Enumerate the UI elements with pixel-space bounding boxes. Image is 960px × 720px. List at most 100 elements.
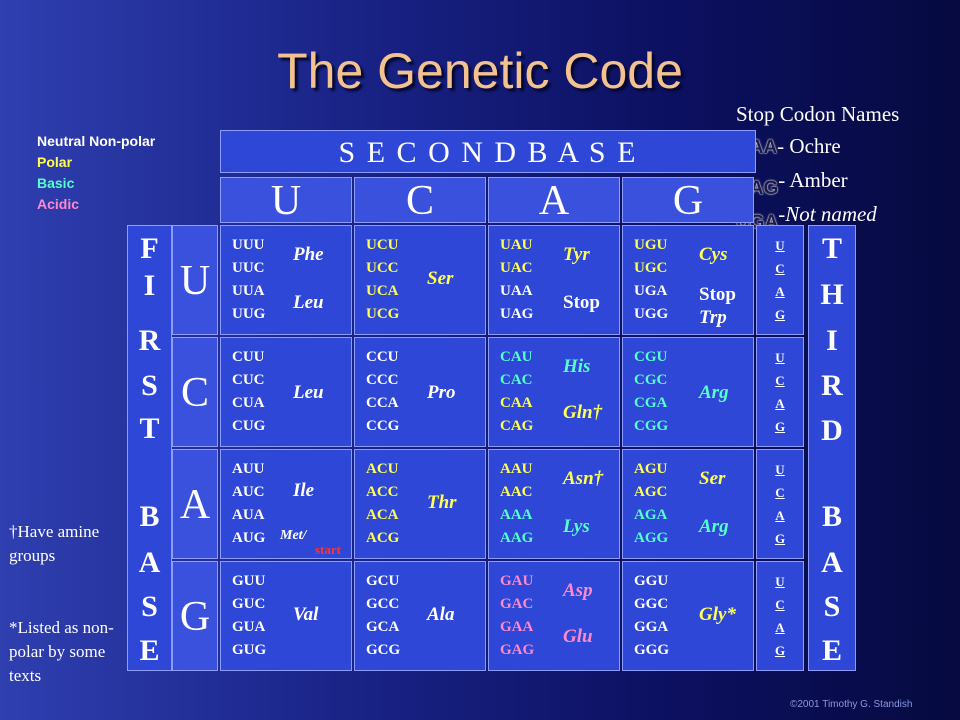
stop-codon-name: - Amber [778, 168, 848, 192]
codon: UUU [232, 237, 265, 253]
codon: AUA [232, 507, 265, 523]
codon: CAU [500, 349, 533, 365]
codon: CUA [232, 395, 265, 411]
legend-basic: Basic [37, 175, 75, 191]
amino-acid-label: Stop [699, 284, 736, 305]
stop-codon-heading: Stop Codon Names [736, 102, 900, 126]
start-label: start [315, 542, 341, 557]
third-base-letter: R [821, 369, 843, 402]
third-base-letter: T [821, 232, 842, 265]
third-base-letter: S [823, 590, 841, 623]
codon: CAC [500, 372, 533, 388]
codon-cell-ca: CAU CAC CAA CAG His Gln† [488, 337, 620, 447]
copyright: ©2001 Timothy G. Standish [790, 699, 913, 710]
codon: CGA [634, 395, 668, 411]
codon: UAG [500, 306, 534, 322]
amine-footnote: †Have amine groups [9, 522, 100, 565]
codon: ACG [366, 530, 400, 546]
codon-cell-gg: GGU GGC GGA GGG Gly* [622, 561, 754, 671]
third-base-cell: U C A G [756, 225, 804, 335]
codon-list: UCU UCC UCA UCG [366, 234, 399, 326]
codon: GAU [500, 573, 534, 589]
codon: GUC [232, 596, 266, 612]
third-base-code: G [774, 643, 786, 658]
third-base-code: C [775, 373, 785, 388]
codon: UCC [366, 260, 399, 276]
codon: GUA [232, 619, 266, 635]
codon: CGG [634, 418, 669, 434]
codon: CGU [634, 349, 668, 365]
third-base-letter: I [826, 324, 838, 357]
amino-acid-label: Leu [293, 382, 324, 403]
page-title: The Genetic Code [277, 43, 683, 99]
codon: UCG [366, 306, 400, 322]
codon: UAU [500, 237, 533, 253]
codon: GCA [366, 619, 400, 635]
codon-list: CUU CUC CUA CUG [232, 346, 265, 438]
third-base-letter: E [821, 634, 842, 667]
codon-list: GCU GCC GCA GCG [366, 570, 400, 662]
codon: AUG [232, 530, 266, 546]
codon-list: ACU ACC ACA ACG [366, 458, 399, 550]
codon: GAC [500, 596, 534, 612]
third-base-code: G [774, 531, 786, 546]
codon-list: AGU AGC AGA AGG [634, 458, 668, 550]
first-base-letter: R [138, 324, 161, 357]
codon: GCC [366, 596, 400, 612]
amino-acid-label: Ile [293, 480, 315, 501]
codon: AUC [232, 484, 265, 500]
row-header-u: U [172, 225, 218, 335]
first-base-panel: F I R S T B A S E [127, 225, 172, 671]
codon: CCG [366, 418, 400, 434]
stop-codon-name: -Not named [778, 202, 877, 226]
third-base-letter: B [821, 500, 842, 533]
codon: AAC [500, 484, 533, 500]
column-header-u: U [220, 177, 352, 224]
stop-codon-name: - Ochre [777, 134, 841, 158]
third-base-code: A [775, 284, 785, 299]
third-base-code: U [775, 350, 785, 365]
codon: UUC [232, 260, 265, 276]
codon: GGC [634, 596, 669, 612]
amino-acid-label: Ser [699, 468, 726, 489]
codon-cell-ag: AGU AGC AGA AGG Ser Arg [622, 449, 754, 559]
amino-acid-label: Stop [563, 292, 600, 313]
third-base-code: C [775, 261, 785, 276]
legend-acidic: Acidic [37, 196, 80, 212]
codon-cell-ug: UGU UGC UGA UGG Cys Stop Trp [622, 225, 754, 335]
amino-acid-label: Gly* [699, 604, 736, 625]
column-header-a: A [488, 177, 620, 224]
codon-cell-ua: UAU UAC UAA UAG Tyr Stop [488, 225, 620, 335]
amino-acid-label: Asp [563, 580, 593, 601]
amino-acid-label: Cys [699, 244, 728, 265]
third-base-code: G [774, 307, 786, 322]
row-header-c: C [172, 337, 218, 447]
amino-acid-label: Arg [699, 382, 729, 403]
codon-list: CCU CCC CCA CCG [366, 346, 399, 438]
codon: GAA [500, 619, 534, 635]
codon-list: UAU UAC UAA UAG [500, 234, 533, 326]
polarity-legend: Neutral Non-polar Polar Basic Acidic [37, 131, 155, 215]
third-base-cell: U C A G [756, 449, 804, 559]
codon: UCU [366, 237, 399, 253]
amino-acid-label: Leu [293, 292, 324, 313]
codon: GGA [634, 619, 669, 635]
codon-list: CGU CGC CGA CGG [634, 346, 668, 438]
codon: UGU [634, 237, 668, 253]
codon-cell-uc: UCU UCC UCA UCG Ser [354, 225, 486, 335]
stop-codon-names: Stop Codon Names UAA- Ochre UAG- Amber U… [736, 98, 960, 233]
amino-acid-label: Tyr [563, 244, 590, 265]
first-base-letter: F [140, 232, 159, 265]
third-base-cell: U C A G [756, 561, 804, 671]
codon-list: UGU UGC UGA UGG [634, 234, 668, 326]
codon-list: GGU GGC GGA GGG [634, 570, 669, 662]
codon-list: GAU GAC GAA GAG [500, 570, 534, 662]
column-header-c: C [354, 177, 486, 224]
codon: AGA [634, 507, 668, 523]
codon: GCG [366, 642, 401, 658]
third-base-code: C [775, 485, 785, 500]
codon: ACA [366, 507, 399, 523]
codon: UUG [232, 306, 266, 322]
codon-cell-au: AUU AUC AUA AUG Ile Met/ start [220, 449, 352, 559]
row-header-a: A [172, 449, 218, 559]
